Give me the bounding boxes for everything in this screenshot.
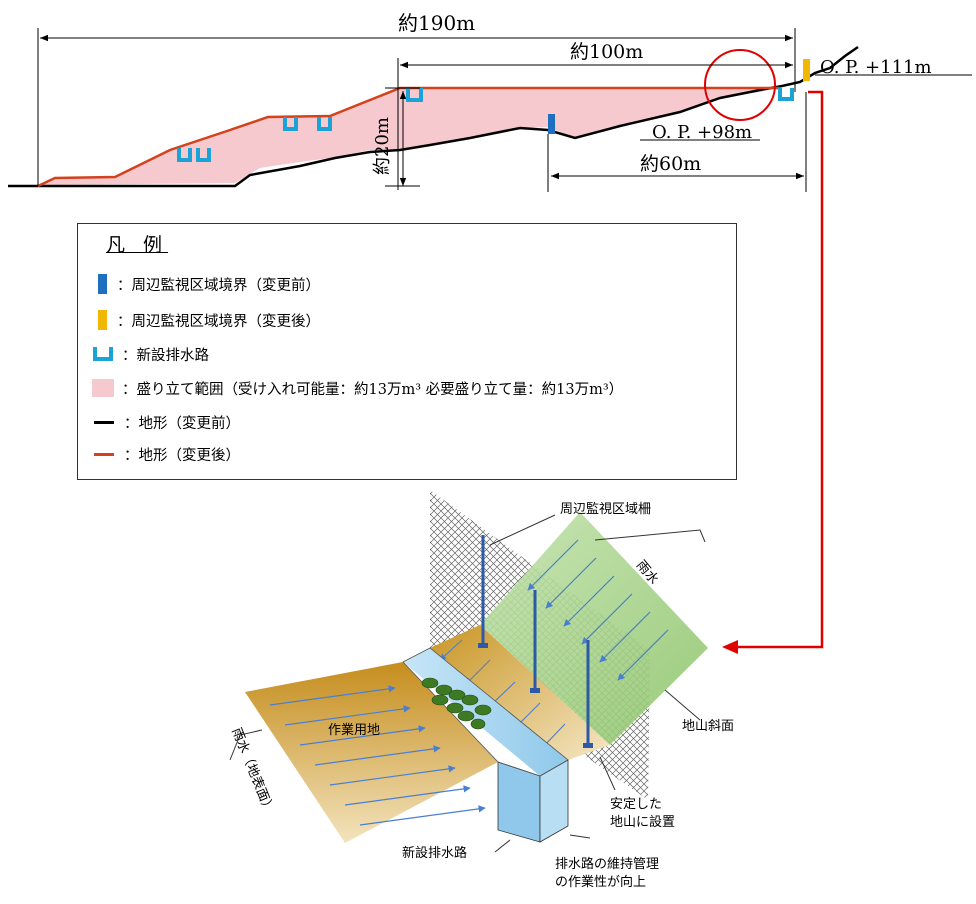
maintenance-label-2: の作業性が向上 (555, 874, 646, 890)
new-drain-label: 新設排水路 (402, 845, 467, 861)
dim-monitor-shift-label: 約60m (640, 153, 701, 175)
cross-section-profile: 約190m 約100m 約20m 約60m O. P. +111m O. P. … (8, 11, 972, 192)
drain-channel-icon (177, 148, 192, 162)
drain-illustration: 周辺監視区域柵 雨水 地山斜面 作業用地 雨水（地表面） 安定した 地山に設置 … (228, 490, 734, 890)
stable-ground-label-1: 安定した (610, 797, 662, 812)
terrain-after-swatch (94, 452, 114, 456)
terrain-before-swatch (94, 420, 114, 424)
highlight-circle (704, 49, 776, 121)
drain-channel-icon (778, 88, 794, 101)
legend-item-boundary-after: ：周辺監視区域境界（変更後） (92, 308, 320, 332)
legend-item-terrain-after: ：地形（変更後） (92, 442, 240, 466)
berm-strip (430, 625, 610, 760)
fence-label: 周辺監視区域柵 (560, 501, 651, 517)
fence-posts (481, 535, 590, 745)
legend-item-label: ：周辺監視区域境界（変更後） (117, 313, 320, 330)
fill-area (38, 88, 778, 185)
drain-channel-icon (93, 347, 113, 361)
legend-item-terrain-before: ：地形（変更前） (92, 410, 240, 434)
rain-surface-label: 雨水（地表面） (228, 726, 276, 816)
vegetation (421, 677, 492, 730)
slope-area (480, 512, 708, 745)
dim-fill-width-label: 約100m (570, 41, 643, 63)
slope-rain-arrows (527, 539, 669, 681)
connector-line (736, 90, 824, 649)
legend-item-label: ：周辺監視区域境界（変更前） (117, 277, 320, 294)
dim-total-label: 約190m (398, 11, 475, 35)
legend-item-label: ：地形（変更前） (124, 415, 240, 432)
legend-item-new-drain: ：新設排水路 (92, 342, 209, 366)
fill-area-swatch (92, 379, 114, 397)
legend-title: 凡 例 (106, 234, 169, 256)
drain-channel-icon (406, 88, 423, 102)
dimension-lines (37, 28, 972, 192)
maintenance-label-1: 排水路の維持管理 (555, 856, 659, 872)
boundary-after-swatch (98, 310, 107, 330)
drain-channels (177, 88, 794, 162)
level-top-label: O. P. +111m (820, 57, 932, 78)
legend-item-label: ：新設排水路 (122, 347, 209, 364)
boundary-after-marker (803, 59, 810, 81)
legend: 凡 例 ：周辺監視区域境界（変更前） ：周辺監視区域境界（変更後） ：新設排水路… (77, 223, 737, 480)
legend-item-label: ：地形（変更後） (124, 447, 240, 464)
legend-item-boundary-before: ：周辺監視区域境界（変更前） (92, 272, 320, 296)
label-leader-lines (229, 514, 706, 853)
legend-item-label: ：盛り立て範囲（受け入れ可能量：約13万m³ 必要盛り立て量：約13万m³） (122, 381, 624, 398)
work-area-label: 作業用地 (328, 722, 380, 738)
level-bottom-label: O. P. +98m (652, 122, 752, 143)
legend-item-fill-area: ：盛り立て範囲（受け入れ可能量：約13万m³ 必要盛り立て量：約13万m³） (92, 376, 623, 400)
work-area (245, 662, 498, 843)
stable-ground-label-2: 地山に設置 (610, 814, 675, 830)
work-area-arrows (269, 685, 486, 826)
terrain-after-line (37, 86, 780, 188)
connector-arrowhead (722, 640, 738, 654)
slope-label: 地山斜面 (682, 719, 734, 734)
drain-channel-icon (283, 117, 298, 131)
boundary-before-swatch (98, 274, 107, 294)
dim-height-label: 約20m (372, 117, 393, 175)
boundary-before-marker (548, 114, 555, 134)
drain-channel-icon (317, 117, 332, 131)
drain-channel-icon (196, 148, 211, 162)
